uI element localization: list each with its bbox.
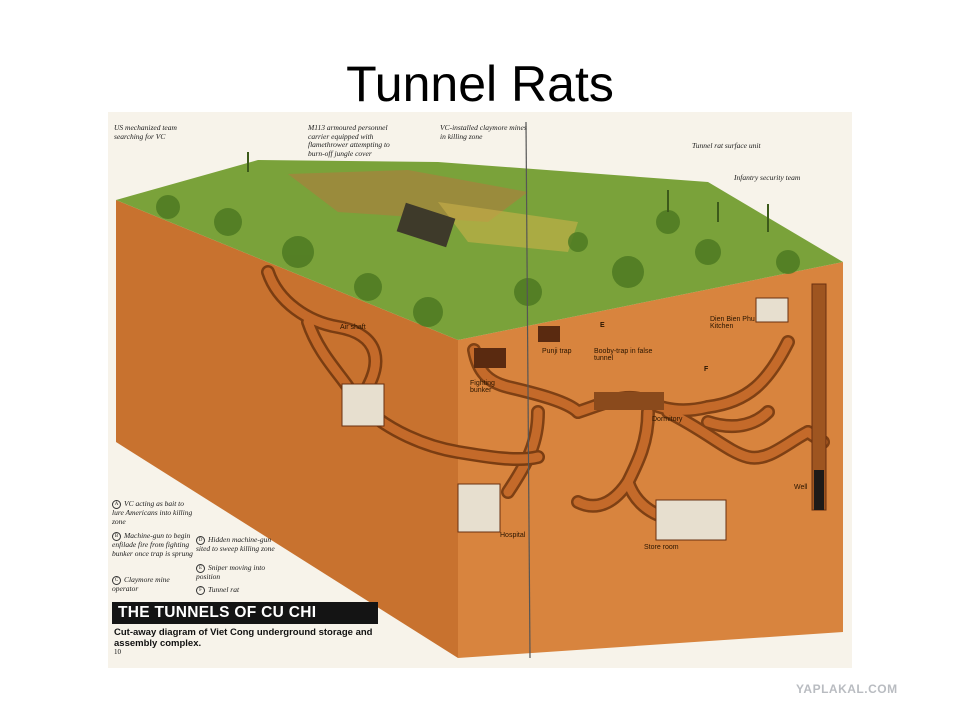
label-well: Well (794, 484, 808, 491)
legend-text-e: Sniper moving into position (196, 563, 266, 581)
chamber-kitchen (755, 297, 789, 323)
legend-text-d: Hidden machine-gun sited to sweep killin… (196, 535, 275, 553)
chamber-fighting-bunker (474, 348, 506, 368)
label-air-shaft: Air shaft (340, 324, 366, 331)
label-dormitory: Dormitory (652, 416, 683, 423)
legend-text-f: Tunnel rat (208, 585, 240, 594)
soil-front-face (458, 262, 843, 658)
diagram-banner: THE TUNNELS OF CU CHI (112, 602, 378, 624)
legend-text-c: Claymore mine operator (112, 575, 170, 593)
chamber-store (655, 499, 727, 541)
chamber-punji (538, 326, 560, 342)
label-f: F (704, 366, 709, 373)
chamber-air-shaft (341, 383, 385, 427)
tunnel-diagram: US mechanized team searching for VC M113… (108, 112, 852, 668)
cutaway-illustration (116, 121, 843, 659)
caption-claymore: VC-installed claymore mines in killing z… (440, 123, 527, 141)
watermark: YAPLAKAL.COM (796, 682, 898, 696)
label-punji: Punji trap (542, 348, 572, 355)
legend-text-a: VC acting as bait to lure Americans into… (112, 499, 193, 526)
label-e: E (600, 322, 605, 329)
caption-infantry: Infantry security team (734, 173, 801, 182)
label-booby-trap: Booby-trap in false tunnel (594, 348, 653, 362)
book-gutter (525, 121, 531, 659)
jungle-surface (116, 160, 843, 340)
slide-title: Tunnel Rats (346, 56, 614, 112)
caption-surface-unit: Tunnel rat surface unit (692, 141, 761, 150)
legend-key-f: F (196, 586, 205, 595)
label-hospital: Hospital (500, 532, 526, 539)
chamber-hospital (457, 483, 501, 533)
chamber-dormitory (594, 392, 664, 410)
label-store-room: Store room (644, 544, 679, 551)
caption-us-team: US mechanized team searching for VC (114, 123, 177, 141)
page-number: 10 (114, 648, 121, 656)
apc-vehicle (396, 202, 456, 248)
legend-text-b: Machine-gun to begin enfilade fire from … (112, 531, 193, 558)
label-kitchen: Dien Bien Phu Kitchen (710, 316, 755, 330)
label-fighting-bunker: Fighting bunker (470, 380, 495, 394)
soil-left-face (116, 200, 458, 658)
diagram-subcaption: Cut-away diagram of Viet Cong undergroun… (114, 627, 373, 649)
caption-m113: M113 armoured personnel carrier equipped… (308, 123, 390, 158)
